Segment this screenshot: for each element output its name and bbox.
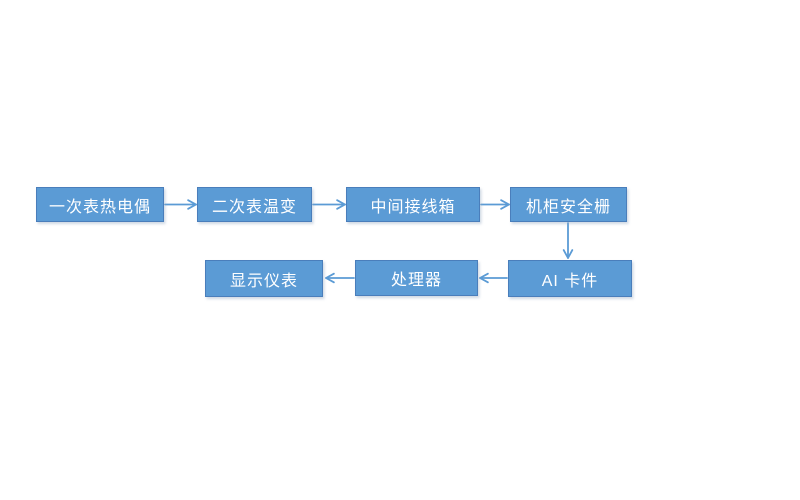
flow-node-processor: 处理器 — [355, 260, 478, 296]
flow-node-intermediate-junction-box: 中间接线箱 — [346, 187, 480, 222]
flow-node-ai-card: AI 卡件 — [508, 260, 632, 297]
flow-node-display-instrument: 显示仪表 — [205, 260, 323, 297]
flow-node-cabinet-safety-barrier: 机柜安全栅 — [510, 187, 627, 222]
flow-node-primary-thermocouple: 一次表热电偶 — [36, 187, 164, 222]
flow-node-secondary-temp-transmitter: 二次表温变 — [197, 187, 312, 222]
